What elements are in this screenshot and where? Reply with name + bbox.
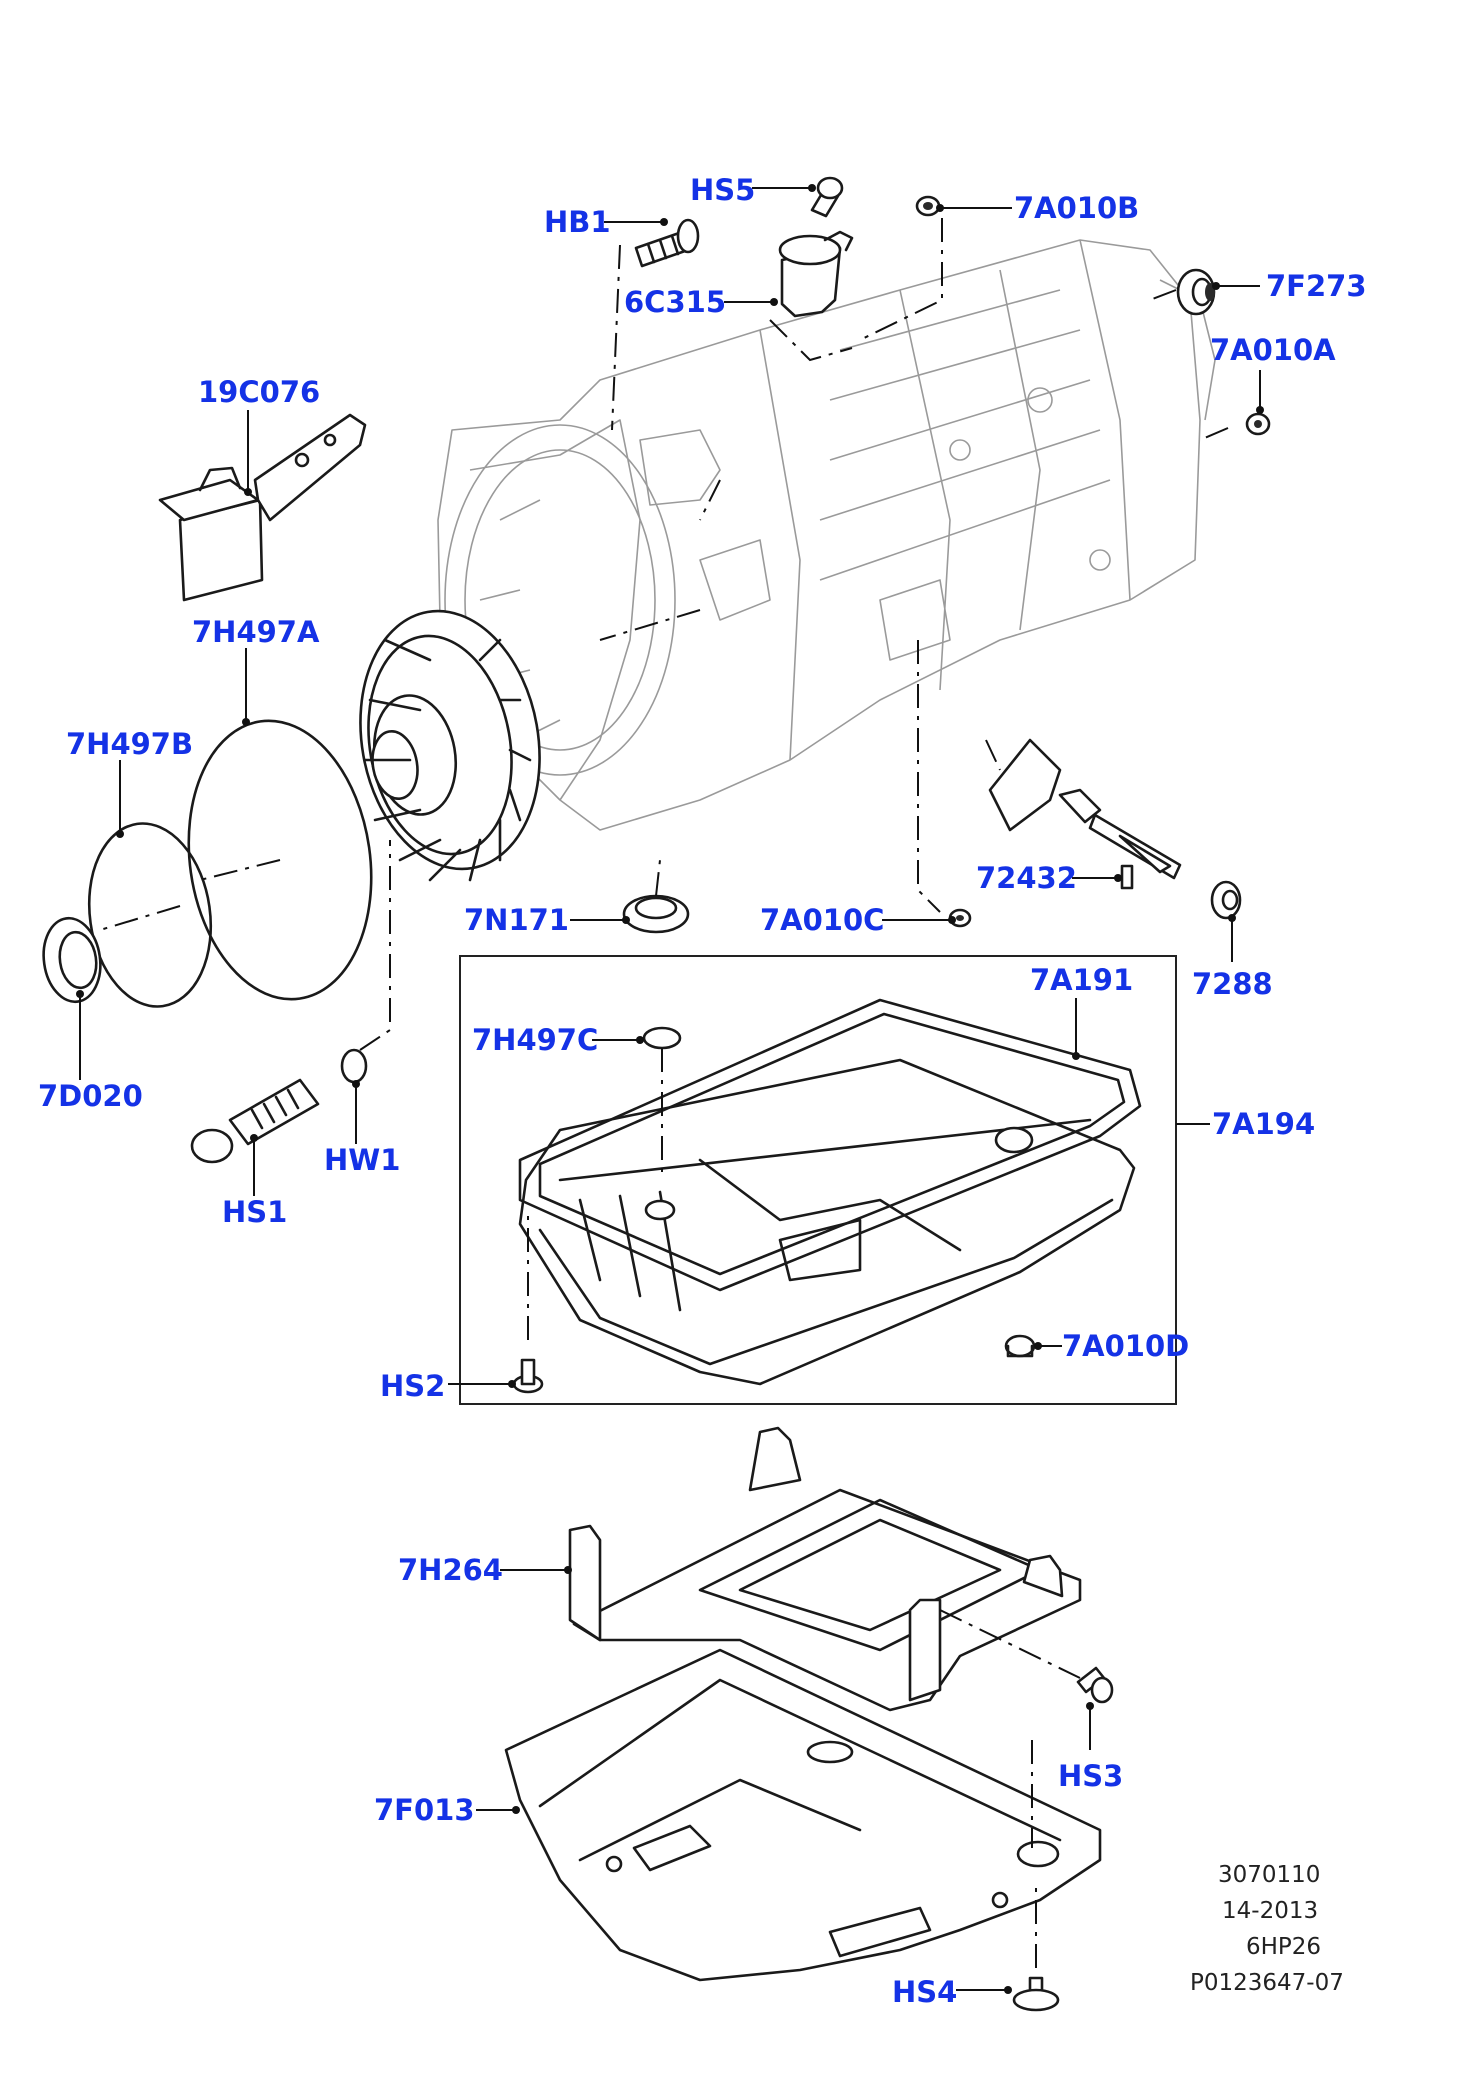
o-ring-7h497a <box>187 719 373 1001</box>
seal-7f273 <box>1176 268 1216 316</box>
selector-shaft-72432 <box>988 738 1182 890</box>
washer-hw1 <box>340 1048 368 1084</box>
label-hs2: HS2 <box>380 1369 445 1403</box>
transmission-housing <box>437 239 1216 831</box>
label-7a010b: 7A010B <box>1014 191 1139 225</box>
label-7h497b: 7H497B <box>66 727 193 761</box>
label-7f273: 7F273 <box>1266 269 1367 303</box>
callout-labels: HB1 HS5 6C315 7A010B 7F273 7A010A 19C076… <box>38 173 1367 2009</box>
gasket-7a191 <box>518 998 1142 1292</box>
pan-assembly-frame <box>459 955 1177 1405</box>
filter-seal-7h497c <box>642 1026 682 1050</box>
label-7a194: 7A194 <box>1212 1107 1315 1141</box>
label-7288: 7288 <box>1192 967 1273 1001</box>
label-hs1: HS1 <box>222 1195 287 1229</box>
label-72432: 72432 <box>976 861 1077 895</box>
label-7h497a: 7H497A <box>192 615 320 649</box>
torque-converter <box>359 609 541 882</box>
bolt-hb1 <box>634 218 700 268</box>
undertray-7f013 <box>504 1648 1102 1982</box>
label-7h264: 7H264 <box>398 1553 503 1587</box>
plug-7a010a <box>1245 412 1271 436</box>
label-7a191: 7A191 <box>1030 963 1133 997</box>
leader-lines <box>76 184 1264 1994</box>
plug-7a010b <box>915 195 941 217</box>
label-7a010a: 7A010A <box>1210 333 1336 367</box>
info-line-4: P0123647-07 <box>1190 1970 1344 1996</box>
info-line-2: 14-2013 <box>1222 1898 1318 1924</box>
bracket-7h264 <box>568 1426 1082 1712</box>
label-7f013: 7F013 <box>374 1793 475 1827</box>
info-line-3: 6HP26 <box>1246 1934 1321 1960</box>
label-hs5: HS5 <box>690 173 755 207</box>
info-line-1: 3070110 <box>1218 1862 1320 1888</box>
bolt-hs4 <box>1012 1976 1060 2012</box>
label-hs3: HS3 <box>1058 1759 1123 1793</box>
o-rings <box>42 719 373 1008</box>
seal-7288 <box>1210 880 1242 920</box>
label-7a010c: 7A010C <box>760 903 884 937</box>
seal-7n171 <box>622 894 690 934</box>
bolt-hs1 <box>190 1078 320 1164</box>
label-7h497c: 7H497C <box>472 1023 598 1057</box>
bolt-hs5 <box>810 176 844 218</box>
label-7d020: 7D020 <box>38 1079 143 1113</box>
label-6c315: 6C315 <box>624 285 726 319</box>
label-hb1: HB1 <box>544 205 611 239</box>
label-hw1: HW1 <box>324 1143 400 1177</box>
o-ring-7h497b <box>87 822 213 1008</box>
seal-7d020 <box>42 916 102 1004</box>
label-19c076: 19C076 <box>198 375 320 409</box>
solenoid-6c315 <box>778 230 854 318</box>
label-hs4: HS4 <box>892 1975 957 2009</box>
label-7n171: 7N171 <box>464 903 569 937</box>
bolt-hs3 <box>1076 1666 1114 1704</box>
diagram-info-block: 3070110 14-2013 6HP26 P0123647-07 <box>1190 1862 1344 1996</box>
position-sensor-19c076 <box>158 413 367 602</box>
oil-pan-7a194 <box>518 1058 1136 1386</box>
drain-plug-7a010d <box>1004 1334 1036 1358</box>
bolt-hs2 <box>512 1358 544 1394</box>
label-7a010d: 7A010D <box>1062 1329 1189 1363</box>
assembly-lines <box>99 218 1229 1968</box>
